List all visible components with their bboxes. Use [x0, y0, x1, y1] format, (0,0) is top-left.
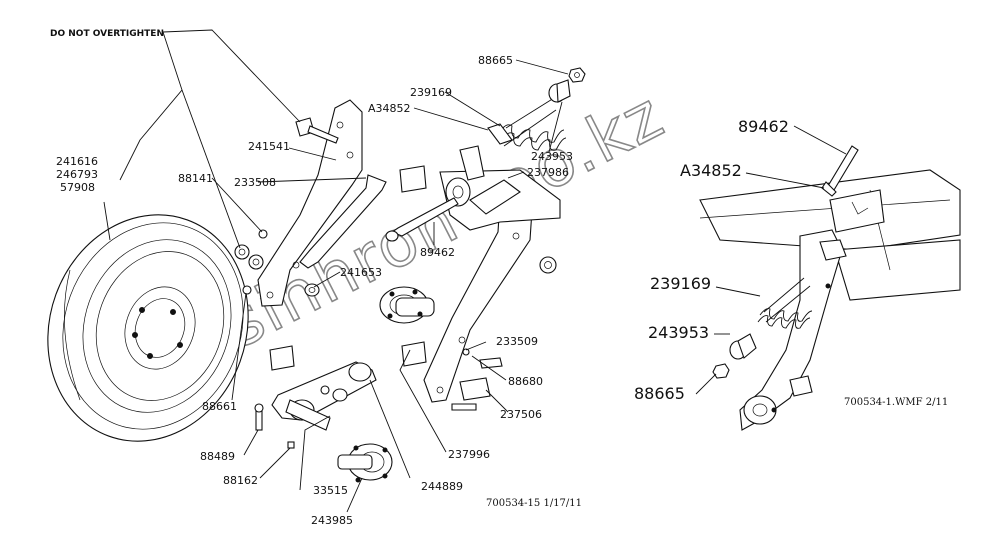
strap-233508: [299, 174, 387, 269]
label-A34852-left: A34852: [368, 102, 411, 115]
label-88665-left: 88665: [478, 54, 513, 67]
label-243953-right: 243953: [648, 323, 709, 342]
label-244889: 244889: [421, 480, 463, 493]
long-bolt-89462: [385, 197, 459, 242]
label-237996: 237996: [448, 448, 490, 461]
spacer-241653: [304, 283, 320, 297]
spring-239169: [487, 97, 567, 151]
label-88661: 88661: [202, 400, 237, 413]
label-57908: 57908: [60, 181, 95, 194]
label-239169-right: 239169: [650, 274, 711, 293]
label-241541: 241541: [248, 140, 290, 153]
upper-bracket: [439, 145, 561, 231]
label-241616: 241616: [56, 155, 98, 168]
label-233509: 233509: [496, 335, 538, 348]
label-88162: 88162: [223, 474, 258, 487]
label-88489: 88489: [200, 450, 235, 463]
label-237506: 237506: [500, 408, 542, 421]
label-233508: 233508: [234, 176, 276, 189]
label-246793: 246793: [56, 168, 98, 181]
assembled-view: [695, 125, 961, 431]
label-33515: 33515: [313, 484, 348, 497]
bolt-top-left: [295, 117, 339, 144]
label-88680: 88680: [508, 375, 543, 388]
label-88665-right: 88665: [634, 384, 685, 403]
label-89462-right: 89462: [738, 117, 789, 136]
label-237986: 237986: [527, 166, 569, 179]
nut-right-plate: [539, 256, 557, 274]
label-243953-left: 243953: [531, 150, 573, 163]
lower-hub-243985: [337, 443, 393, 483]
label-243985: 243985: [311, 514, 353, 527]
bolts-237506: [451, 348, 503, 411]
drawing-refs: 700534-15 1/17/11 700534-1.WMF 2/11: [486, 397, 948, 509]
wheel-assembly: [47, 214, 249, 442]
warning-label: DO NOT OVERTIGHTEN: [50, 29, 164, 39]
labels-right: 89462 A34852 239169 243953 88665: [634, 117, 789, 403]
leader-lines-left: [103, 29, 569, 513]
drawing-ref-right: 700534-1.WMF 2/11: [844, 397, 948, 408]
lug-nuts: [234, 229, 268, 295]
label-A34852-right: A34852: [680, 161, 742, 180]
mount-plate-241541: [257, 99, 363, 307]
spring-cap-243953: [548, 79, 571, 103]
label-88141: 88141: [178, 172, 213, 185]
labels-left: DO NOT OVERTIGHTEN 241616 246793 57908 8…: [50, 29, 573, 527]
pins-bottom-left: [254, 385, 330, 449]
label-239169-left: 239169: [410, 86, 452, 99]
nut-88665: [568, 67, 586, 83]
drawing-ref-left: 700534-15 1/17/11: [486, 498, 582, 509]
hub-center: [379, 286, 435, 324]
label-89462-left: 89462: [420, 246, 455, 259]
wear-pads: [269, 165, 427, 371]
label-241653: 241653: [340, 266, 382, 279]
